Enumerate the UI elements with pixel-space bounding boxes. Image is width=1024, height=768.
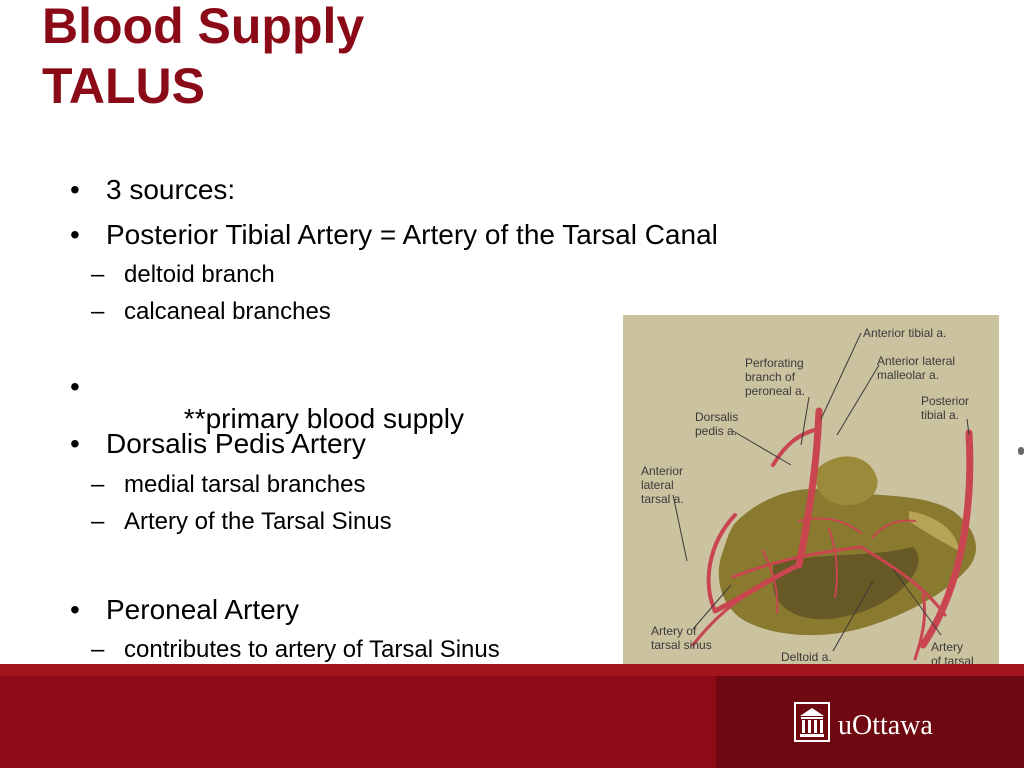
label-dorsalis-2: pedis a. [695,424,737,438]
small-branch-2 [828,528,838,598]
sub-bullet-text: medial tarsal branches [124,471,366,498]
leader-lines [672,332,970,652]
bullet-marker: • [70,428,80,459]
sub-bullet-text: contributes to artery of Tarsal Sinus [124,636,500,663]
sub-bullet-text: calcaneal branches [124,298,331,325]
bullet-marker: • [70,174,80,205]
sub-bullet-item: – Artery of the Tarsal Sinus [91,508,392,536]
title-line-1: Blood Supply [42,0,365,54]
label-ant-lat-tarsal-3: tarsal a. [641,492,684,506]
bullet-text: **primary blood supply [137,403,464,434]
sub-bullet-item: – calcaneal branches [91,298,331,326]
talus-anatomy-figure: Anterior tibial a. Perforating branch of… [623,315,999,683]
dash-marker: – [91,508,105,535]
perforating-branch [771,427,821,467]
bullet-item: • **primary blood supply [70,339,464,467]
label-perforating-2: branch of [745,370,796,384]
small-branch-3 [762,550,779,614]
dash-marker: – [91,636,105,663]
dash-marker: – [91,261,105,288]
sub-bullet-item: – contributes to artery of Tarsal Sinus [91,636,500,664]
dash-marker: – [91,298,105,325]
posterior-tibial-artery [919,429,974,649]
footer-stripe [0,664,1024,676]
sub-bullet-text: deltoid branch [124,261,275,288]
dash-marker: – [91,471,105,498]
edge-mark [1018,447,1024,455]
label-tarsal-canal-1: Artery [931,640,963,654]
bullet-text: Posterior Tibial Artery = Artery of the … [106,219,718,250]
label-deltoid: Deltoid a. [781,650,832,664]
tarsal-canal-artery [859,545,947,617]
bullet-item: • Peroneal Artery [70,594,299,626]
anterior-lateral-tarsal-artery [706,513,737,613]
label-perforating-3: peroneal a. [745,384,805,398]
label-tarsal-sinus-2: tarsal sinus [651,638,712,652]
label-ant-lat-tarsal-1: Anterior [641,464,683,478]
bullet-text: Peroneal Artery [106,594,299,625]
label-perforating-1: Perforating [745,356,804,370]
label-posterior-tibial-1: Posterior [921,394,969,408]
deltoid-branch [913,593,927,661]
title-line-2: TALUS [42,58,205,114]
uottawa-logo-text: uOttawa [838,710,933,741]
small-branch-1 [798,517,862,534]
uottawa-logo-block: uOttawa [716,676,1024,768]
slide-title: Blood Supply TALUS [42,0,364,116]
sub-bullet-item: – deltoid branch [91,261,275,289]
tarsal-sinus-artery [731,545,863,579]
talus-illustration: Anterior tibial a. Perforating branch of… [641,326,976,682]
label-tarsal-sinus-1: Artery of [651,624,697,638]
bullet-marker: • [70,594,80,625]
bullet-item: • 3 sources: [70,174,236,206]
label-dorsalis-1: Dorsalis [695,410,738,424]
artery-network [691,407,974,661]
bullet-text: 3 sources: [106,174,236,205]
sub-bullet-text: Artery of the Tarsal Sinus [124,508,392,535]
talus-head-shape [815,456,878,506]
small-branch-5 [691,595,745,647]
bullet-marker: • [70,219,80,250]
bullet-item: • Dorsalis Pedis Artery [70,428,366,460]
bullet-item: • Posterior Tibial Artery = Artery of th… [70,219,718,251]
dorsalis-pedis-branch [712,562,802,614]
label-ant-lat-malleolar-1: Anterior lateral [877,354,955,368]
label-ant-lat-malleolar-2: malleolar a. [877,368,939,382]
label-ant-lat-tarsal-2: lateral [641,478,674,492]
small-branch-4 [872,519,916,538]
university-building-icon [794,702,830,742]
bullet-marker: • [70,371,80,402]
label-anterior-tibial: Anterior tibial a. [863,326,946,340]
bullet-text: Dorsalis Pedis Artery [106,428,366,459]
talus-highlight [909,511,959,551]
label-posterior-tibial-2: tibial a. [921,408,959,422]
sub-bullet-item: – medial tarsal branches [91,471,366,499]
talus-shadow [773,547,919,620]
